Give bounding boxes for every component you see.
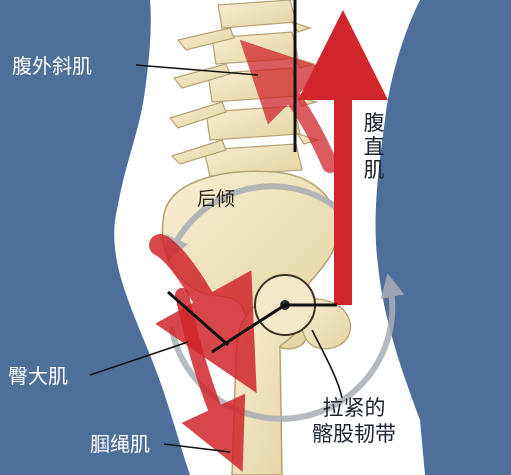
label-hamstrings: 腘绳肌: [90, 432, 150, 456]
label-posterior-tilt: 后倾: [197, 188, 236, 210]
label-external-oblique: 腹外斜肌: [12, 54, 92, 78]
external-oblique-arrow: [239, 39, 338, 173]
leader-lines: [89, 64, 343, 453]
label-rectus-abdominis: 腹直肌: [363, 111, 385, 183]
lever-lines: [167, 0, 337, 354]
label-gluteus-maximus: 臀大肌: [8, 364, 68, 388]
posterior-muscles: [149, 234, 257, 472]
label-ligament-line2: 髂股韧带: [312, 421, 396, 446]
label-ligament-line1: 拉紧的: [322, 396, 386, 420]
label-iliofemoral-ligament: 拉紧的 髂股韧带: [312, 396, 396, 447]
